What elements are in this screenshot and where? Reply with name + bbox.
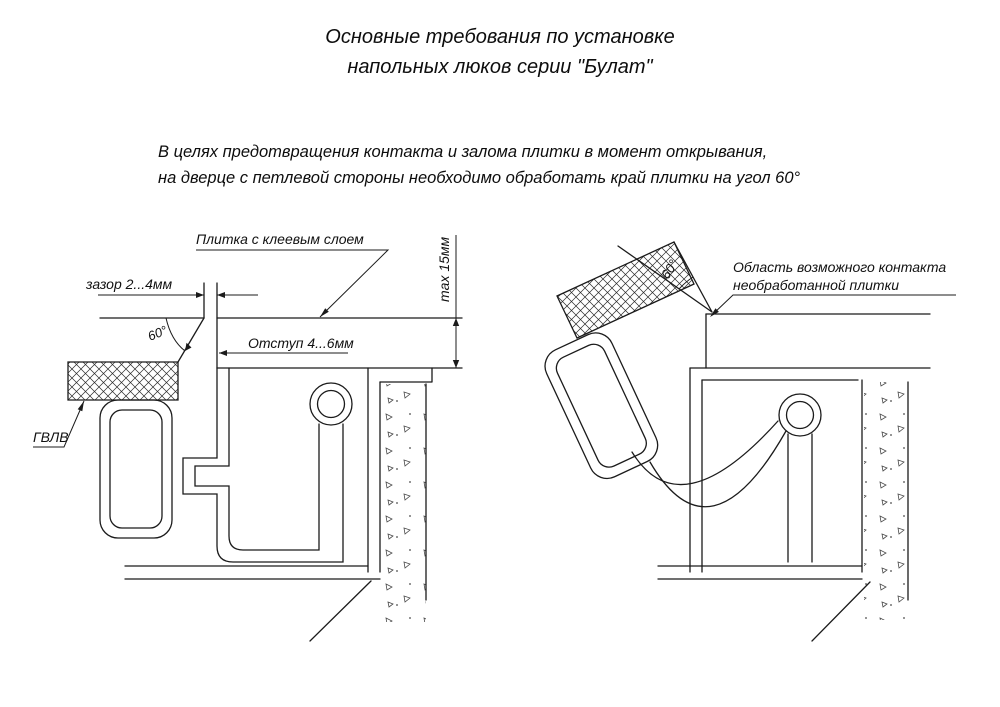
closed-hatch-section [67, 282, 463, 642]
note-line1: В целях предотвращения контакта и залома… [158, 143, 768, 161]
hinge-pin-right [778, 393, 822, 563]
fixed-tile-bevel-edge [177, 317, 205, 363]
door-tile-hatched-area [556, 241, 695, 339]
gvl-board-hatched-area [67, 361, 179, 401]
max-thickness-label: max 15мм [436, 236, 452, 302]
frame-vertical-right [689, 367, 703, 573]
gvl-board-label: ГВЛВ [33, 429, 69, 445]
gap-edge-lines [203, 282, 218, 369]
max-thickness-arrow-bottom [452, 360, 460, 368]
concrete-wall-left-section [382, 383, 427, 622]
bevel-angle-arc-right [678, 276, 694, 290]
door-tray-profile [182, 367, 344, 563]
gap-dimension-label: зазор 2...4мм [85, 276, 172, 292]
open-door-tube [544, 332, 659, 480]
bevel-arc-arrow [185, 342, 192, 351]
gap-arrow-right [217, 292, 225, 298]
gap-arrow-left [196, 292, 204, 298]
bottom-structure-lines [124, 565, 381, 642]
drawing-title-line1: Основные требования по установке [325, 26, 675, 48]
tile-adhesive-label: Плитка с клеевым слоем [196, 231, 364, 247]
hinge-pin [309, 382, 353, 426]
frame-tube-profile [99, 399, 173, 539]
door-arm-profile [631, 420, 787, 508]
contact-area-label-line1: Область возможного контакта [733, 259, 946, 275]
max-thickness-arrow-top [452, 318, 460, 326]
drawing-title: Основные требования по установке напольн… [0, 22, 1000, 82]
note-text: В целях предотвращения контакта и залома… [158, 140, 800, 191]
contact-leader-arrow [710, 308, 719, 317]
gvl-leader-line [33, 400, 85, 448]
gvl-leader-arrow [77, 401, 84, 412]
tile-leader-arrow [320, 308, 329, 317]
bottom-structure-lines-right [657, 565, 871, 642]
tile-leader-line [196, 249, 390, 318]
open-hatch-section [544, 241, 931, 642]
contact-leader-line [711, 294, 956, 316]
closed-hatch-annotations [33, 235, 460, 448]
bevel-angle-arc-left [165, 317, 186, 352]
frame-angle-profile [367, 367, 433, 573]
concrete-wall-right-section [861, 379, 909, 620]
bevel-angle-label-left: 60° [146, 323, 170, 344]
drawing-title-line2: напольных люков серии "Булат" [347, 56, 653, 78]
offset-arrow [219, 350, 227, 356]
contact-area-label-line2: необработанной плитки [733, 277, 899, 293]
open-hatch-annotations [710, 294, 956, 317]
note-line2: на дверце с петлевой стороны необходимо … [158, 168, 801, 187]
offset-label: Отступ 4...6мм [248, 335, 354, 351]
